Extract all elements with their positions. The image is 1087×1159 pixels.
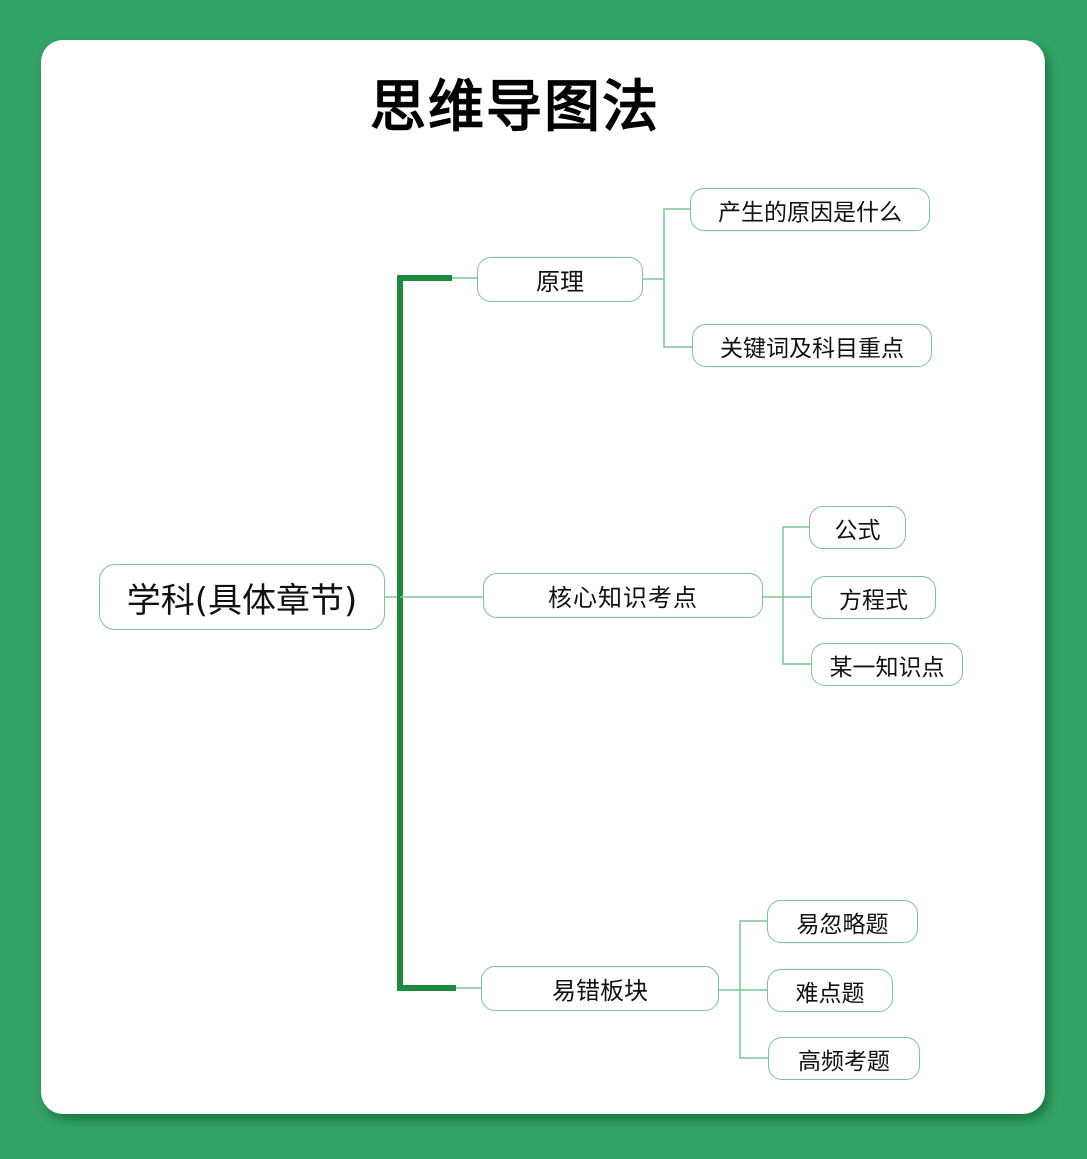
leaf-node-label: 公式 (834, 517, 881, 544)
root-node[interactable]: 学科(具体章节) (99, 564, 385, 630)
leaf-node-label: 产生的原因是什么 (718, 199, 902, 226)
branch-node-label: 核心知识考点 (548, 584, 698, 612)
leaf-node-formula[interactable]: 公式 (809, 506, 906, 549)
leaf-node-cause[interactable]: 产生的原因是什么 (690, 188, 930, 231)
root-node-label: 学科(具体章节) (126, 580, 358, 621)
leaf-node-label: 高频考题 (798, 1048, 890, 1075)
branch-node-core-knowledge[interactable]: 核心知识考点 (483, 573, 763, 618)
leaf-node-difficult[interactable]: 难点题 (767, 969, 893, 1012)
leaf-node-label: 关键词及科目重点 (720, 335, 904, 362)
leaf-node-label: 难点题 (795, 980, 865, 1007)
leaf-node-overlooked[interactable]: 易忽略题 (767, 900, 918, 943)
branch-node-label: 易错板块 (552, 977, 648, 1005)
leaf-node-knowledge-point[interactable]: 某一知识点 (811, 643, 963, 686)
branch-node-error-prone[interactable]: 易错板块 (481, 966, 719, 1011)
leaf-node-keywords[interactable]: 关键词及科目重点 (692, 324, 932, 367)
branch-node-principle[interactable]: 原理 (477, 257, 643, 302)
leaf-node-label: 某一知识点 (829, 654, 945, 681)
leaf-node-label: 易忽略题 (796, 911, 889, 938)
leaf-node-label: 方程式 (839, 587, 908, 614)
leaf-node-equation[interactable]: 方程式 (811, 576, 936, 619)
branch-node-label: 原理 (536, 268, 584, 296)
main-trunk-line (397, 275, 456, 991)
page-title: 思维导图法 (370, 75, 660, 140)
leaf-node-frequent[interactable]: 高频考题 (768, 1037, 920, 1080)
